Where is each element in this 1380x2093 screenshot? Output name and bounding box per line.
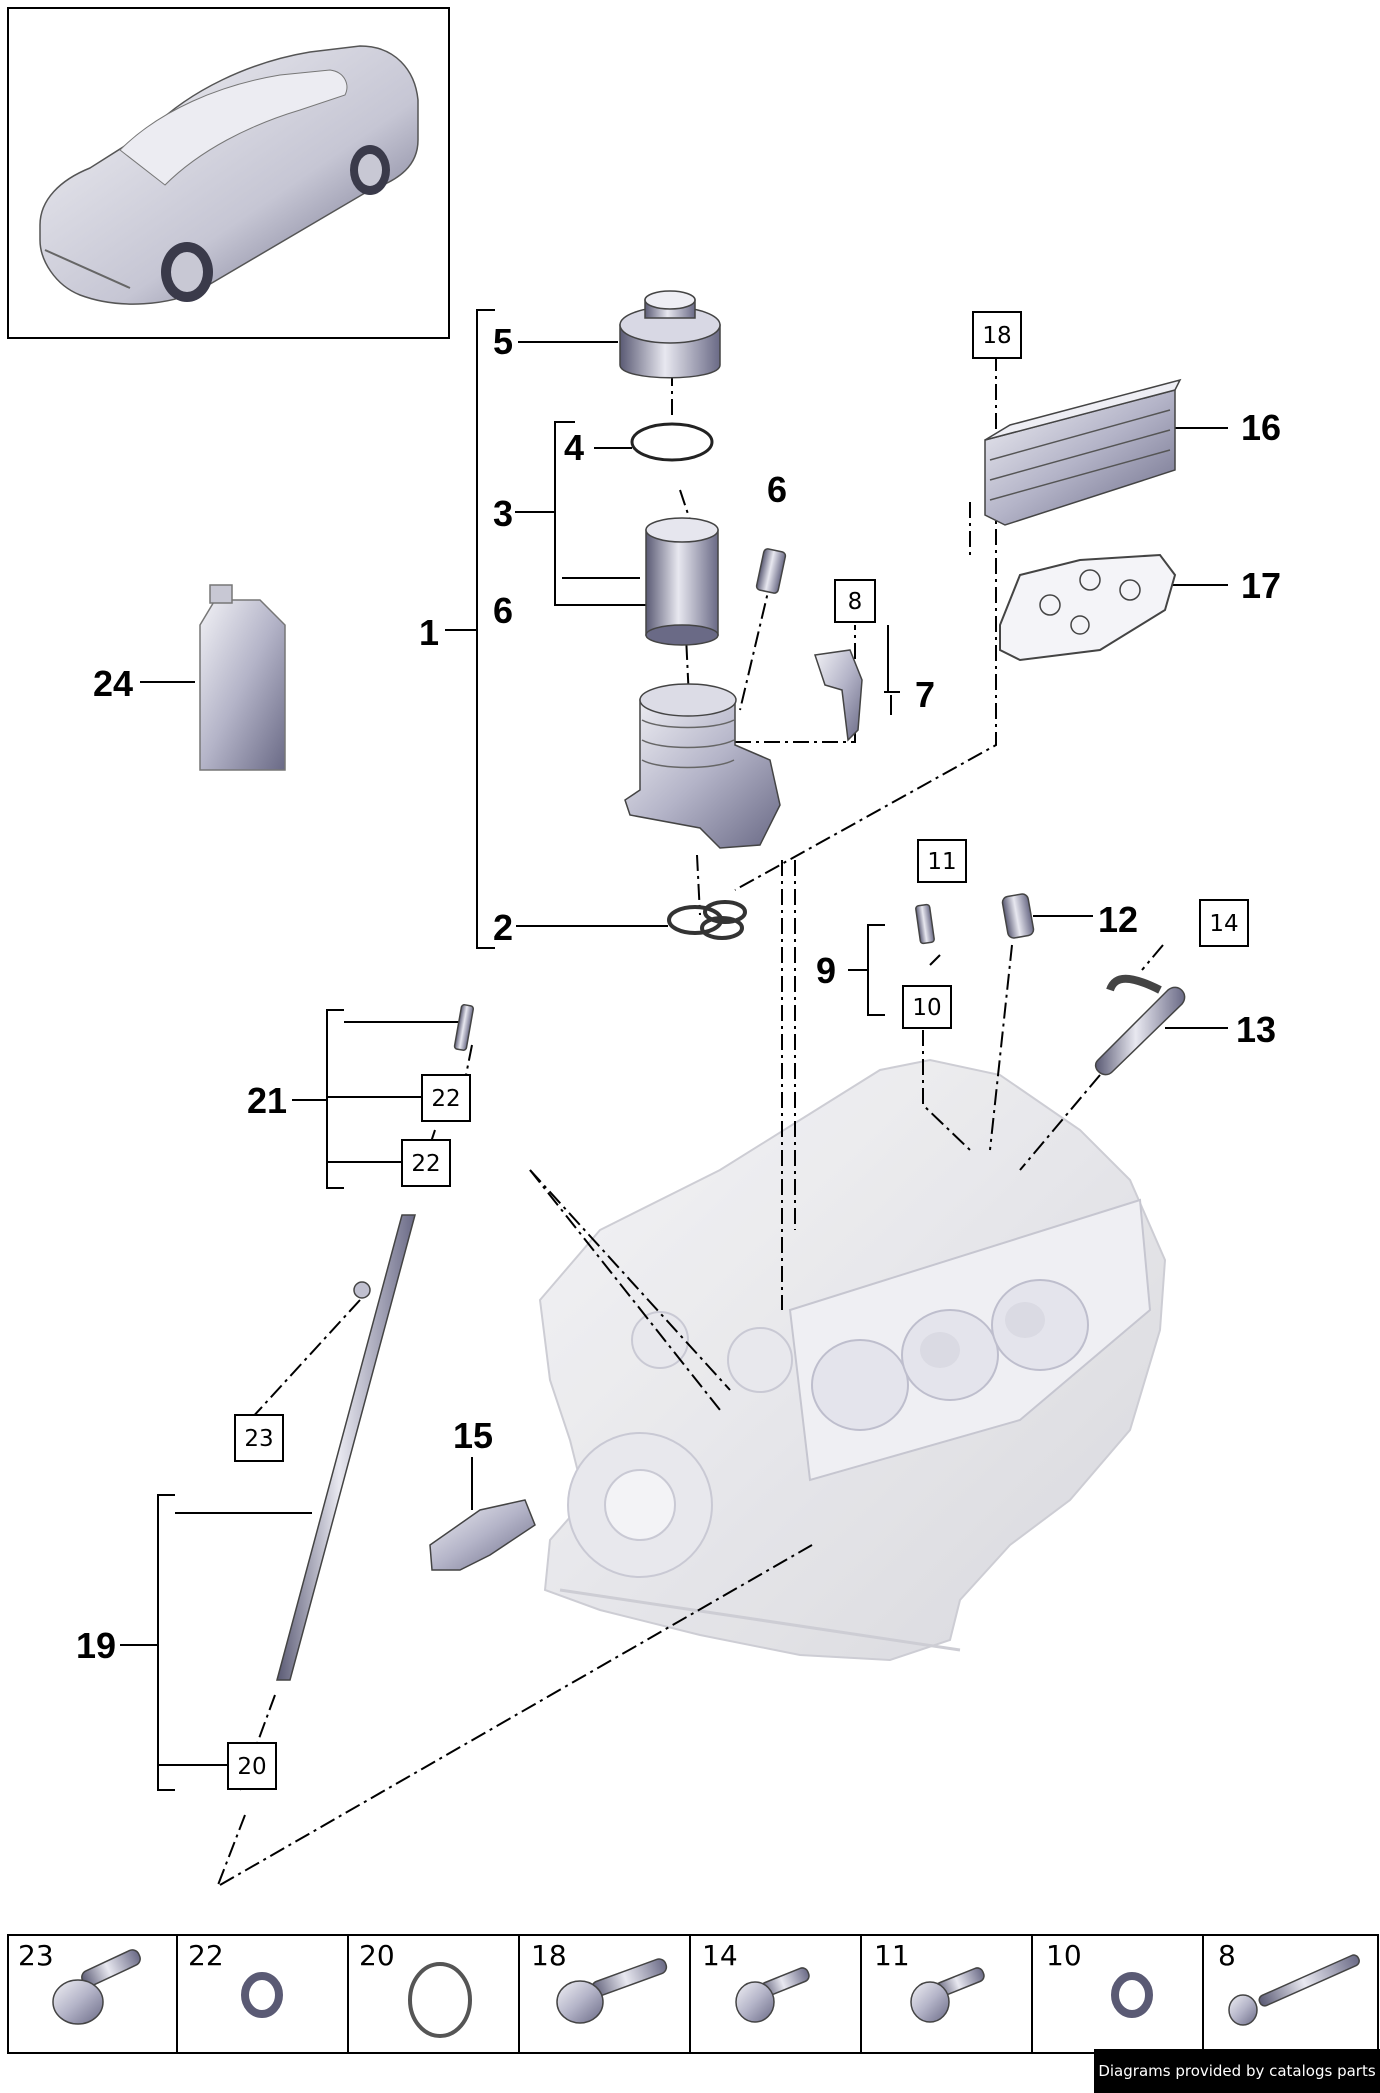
leader-lines — [217, 355, 1164, 1886]
camshaft-solenoid-13 — [1094, 974, 1186, 1076]
label-13: 13 — [1236, 1009, 1276, 1050]
oil-filter-element — [645, 517, 719, 646]
sensor-15 — [429, 1499, 536, 1571]
callout-labels: 1 2 3 4 5 6 6 7 9 12 13 15 16 17 19 21 2… — [76, 321, 1281, 1666]
bracket-7 — [814, 649, 863, 742]
o-ring-icon — [408, 1962, 472, 2038]
engine-block — [538, 1058, 1167, 1662]
svg-text:14: 14 — [1209, 911, 1238, 937]
label-6-bracket: 6 — [493, 590, 513, 631]
hw-num-8: 8 — [1218, 1939, 1236, 1972]
box-22-lower: 22 — [401, 1139, 451, 1187]
svg-text:20: 20 — [237, 1754, 266, 1780]
svg-text:10: 10 — [912, 995, 941, 1021]
sensor-6 — [755, 548, 787, 594]
label-4: 4 — [564, 427, 584, 468]
label-3: 3 — [493, 493, 513, 534]
label-16: 16 — [1241, 407, 1281, 448]
box-10: 10 — [902, 985, 952, 1029]
bolt-icon — [52, 1949, 141, 2025]
label-12: 12 — [1098, 899, 1138, 940]
dipstick-guide-tube — [276, 1214, 416, 1681]
hw-num-20: 20 — [359, 1939, 395, 1972]
boxed-labels: 8 10 11 14 18 20 22 22 — [227, 311, 1249, 1790]
dipstick-bolt-21 — [453, 1004, 475, 1051]
hw-num-23: 23 — [18, 1939, 54, 1972]
svg-text:18: 18 — [982, 323, 1011, 349]
label-17: 17 — [1241, 565, 1281, 606]
oil-filter-cap — [619, 290, 721, 379]
svg-text:11: 11 — [927, 849, 956, 875]
label-21: 21 — [247, 1080, 287, 1121]
clamps-2 — [667, 900, 747, 940]
sensor-12 — [1001, 893, 1035, 939]
label-15: 15 — [453, 1415, 493, 1456]
label-5: 5 — [493, 321, 513, 362]
bolt-icon — [910, 1967, 985, 2023]
sealing-ring-icon — [1111, 1972, 1153, 2018]
box-20: 20 — [227, 1742, 277, 1790]
box-18: 18 — [972, 311, 1022, 359]
sensor-9 — [915, 903, 935, 945]
oil-cooler — [984, 378, 1182, 526]
vehicle-thumbnail — [7, 7, 450, 339]
o-ring-filter — [630, 422, 714, 462]
bolt-icon — [556, 1958, 668, 2024]
svg-text:23: 23 — [244, 1426, 273, 1452]
label-6-sensor: 6 — [767, 469, 787, 510]
label-7: 7 — [915, 674, 935, 715]
svg-text:22: 22 — [431, 1086, 460, 1112]
hw-num-22: 22 — [188, 1939, 224, 1972]
hw-num-18: 18 — [531, 1939, 567, 1972]
box-14: 14 — [1199, 899, 1249, 947]
box-23: 23 — [234, 1414, 284, 1462]
box-11: 11 — [917, 839, 967, 883]
label-9: 9 — [816, 950, 836, 991]
svg-text:22: 22 — [411, 1151, 440, 1177]
callout-lines — [120, 309, 1228, 1791]
label-19: 19 — [76, 1625, 116, 1666]
sealing-ring-icon — [241, 1972, 283, 2018]
bolt-icon — [1228, 1954, 1360, 2026]
hardware-strip: 23 22 20 18 14 11 — [7, 1934, 1379, 2054]
hw-num-11: 11 — [874, 1939, 910, 1972]
box-8: 8 — [834, 579, 876, 623]
svg-text:8: 8 — [848, 589, 863, 615]
oil-cooler-gasket — [999, 553, 1177, 662]
footer-credit: Diagrams provided by catalogs parts — [1094, 2049, 1380, 2093]
hw-num-10: 10 — [1046, 1939, 1082, 1972]
label-1: 1 — [419, 612, 439, 653]
label-24: 24 — [93, 663, 133, 704]
oil-filter-housing — [624, 683, 781, 849]
box-22-upper: 22 — [421, 1074, 471, 1122]
bolt-icon — [735, 1967, 810, 2023]
oil-bottle — [199, 584, 286, 771]
label-2: 2 — [493, 907, 513, 948]
hw-num-14: 14 — [702, 1939, 738, 1972]
